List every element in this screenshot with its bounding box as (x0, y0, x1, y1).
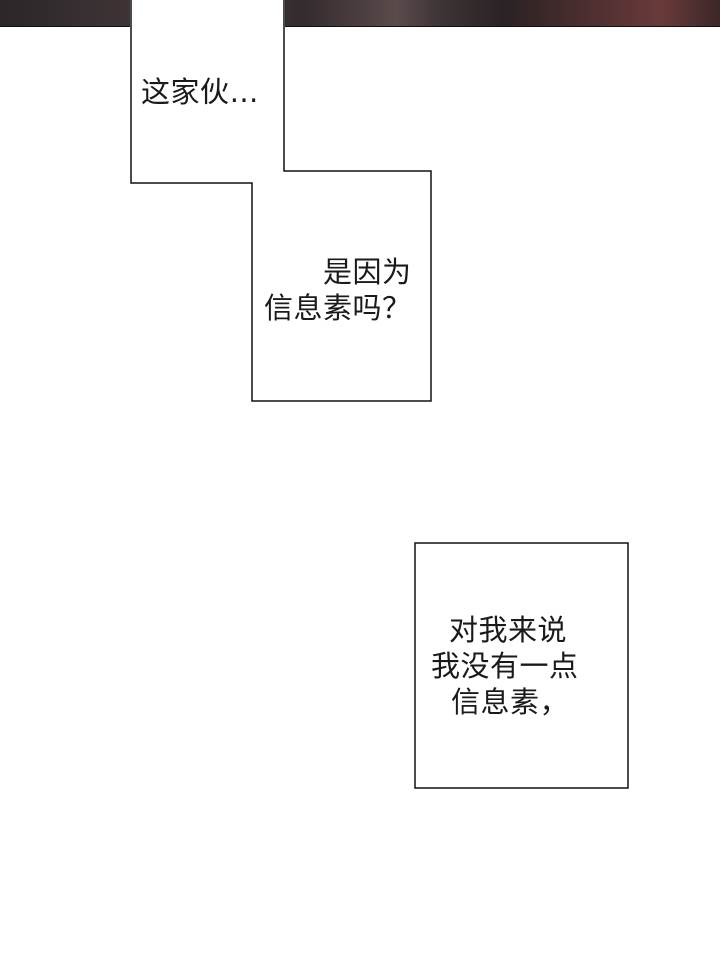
caption-second-line-1: 是因为 (323, 255, 412, 289)
caption-third: 对我来说 我没有一点 信息素， (431, 612, 579, 720)
caption-box-third (414, 542, 629, 789)
caption-first: 这家伙… (141, 74, 259, 110)
caption-box-first-second (130, 0, 432, 402)
caption-second-line-2: 信息素吗？ (264, 291, 412, 325)
caption-first-line-1: 这家伙… (141, 75, 260, 109)
caption-third-line-2: 我没有一点 (431, 649, 579, 683)
caption-third-line-1: 对我来说 (449, 613, 568, 647)
caption-third-line-3: 信息素， (451, 685, 570, 719)
caption-second: 是因为 信息素吗？ (264, 254, 412, 326)
